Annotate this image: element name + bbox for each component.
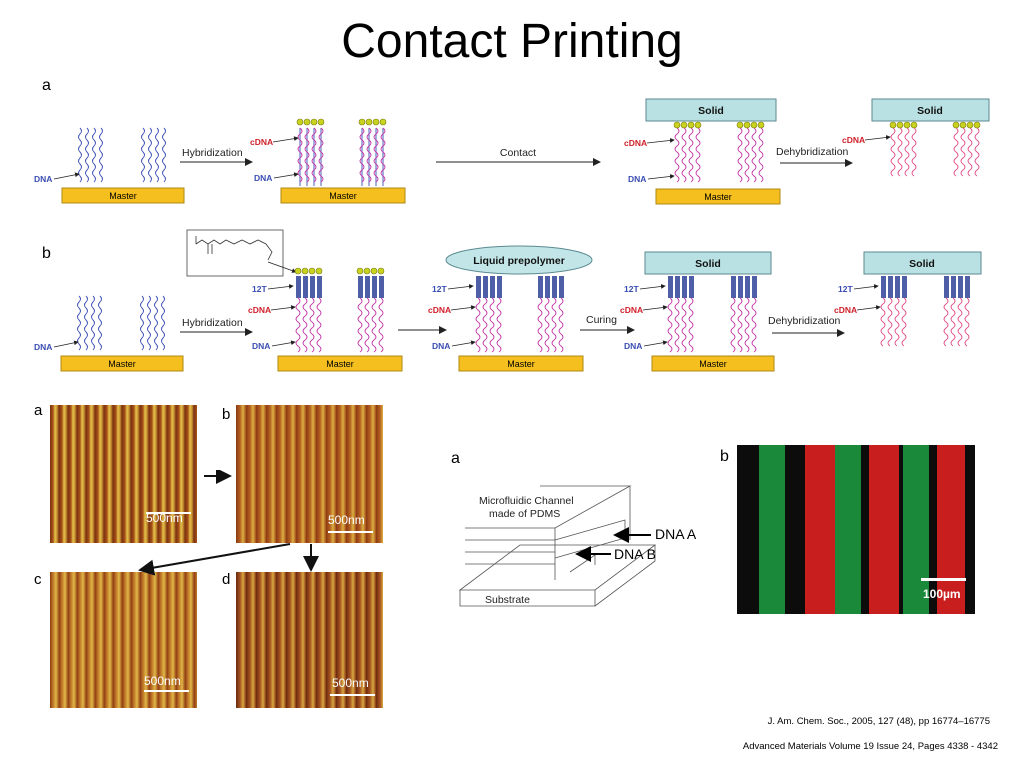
scale-bar — [146, 512, 191, 514]
green-stripe — [759, 445, 785, 614]
scale-bar — [921, 578, 966, 581]
dehybridization-label: Dehybridization — [776, 146, 849, 158]
dehybridization-label: Dehybridization — [768, 315, 841, 327]
row-b-step2: Master 12T cDNA DNA — [248, 267, 403, 372]
hybridization-label: Hybridization — [182, 317, 243, 329]
dna-label: DNA — [34, 342, 52, 352]
master-label: Master — [699, 359, 727, 369]
schematic-diagram: a b Master DNA Hybridization Master — [34, 77, 990, 372]
reference-2: Advanced Materials Volume 19 Issue 24, P… — [742, 741, 998, 752]
cdna-label: cDNA — [620, 305, 643, 315]
cdna-label: cDNA — [250, 137, 273, 147]
dna-label: DNA — [432, 341, 450, 351]
substrate-label: Substrate — [485, 594, 530, 606]
cdna-label: cDNA — [624, 138, 647, 148]
scale-label: 100µm — [923, 587, 961, 601]
green-stripe — [835, 445, 861, 614]
scale-bar — [144, 690, 189, 692]
scale-label: 500nm — [146, 511, 183, 525]
scale-label: 500nm — [144, 674, 181, 688]
12t-label: 12T — [252, 284, 267, 294]
microfluidic-schematic: Microfluidic Channel made of PDMS Substr… — [458, 485, 697, 607]
dna-label: DNA — [624, 341, 642, 351]
afm-image-c: 500nm — [50, 572, 197, 708]
row-a-step3: Solid Master cDNA DNA — [624, 98, 781, 205]
afm-arrows — [138, 470, 319, 576]
row-a-step2: Master cDNA DNA — [250, 118, 406, 204]
12t-label: 12T — [624, 284, 639, 294]
scale-bar — [328, 531, 373, 533]
afm-image-d: 500nm — [236, 572, 383, 708]
afm-panel-a-label: a — [34, 402, 43, 419]
solid-label: Solid — [695, 258, 721, 270]
row-b-step4: Solid Master 12T cDNA DNA — [620, 251, 775, 372]
dna-label: DNA — [252, 341, 270, 351]
row-a-step1: Master DNA — [34, 127, 185, 204]
cdna-label: cDNA — [428, 305, 451, 315]
cdna-label: cDNA — [842, 135, 865, 145]
channel-label-line1: Microfluidic Channel — [479, 495, 574, 507]
12t-label: 12T — [432, 284, 447, 294]
dna-label: DNA — [254, 173, 272, 183]
master-label: Master — [108, 359, 136, 369]
red-stripe — [937, 445, 965, 614]
scale-label: 500nm — [328, 513, 365, 527]
afm-image-b: 500nm — [236, 405, 383, 543]
solid-label: Solid — [909, 258, 935, 270]
hybridization-label: Hybridization — [182, 147, 243, 159]
scale-bar — [330, 694, 375, 696]
afm-panel-c-label: c — [34, 571, 42, 588]
master-label: Master — [507, 359, 535, 369]
micro-panel-b-label: b — [720, 448, 729, 465]
page-title: Contact Printing — [341, 15, 683, 68]
dna-label: DNA — [628, 174, 646, 184]
red-stripe — [805, 445, 835, 614]
solid-label: Solid — [698, 105, 724, 117]
dna-label: DNA — [34, 174, 52, 184]
row-b-step5: Solid 12T cDNA — [834, 251, 982, 347]
afm-panel-d-label: d — [222, 571, 231, 588]
cdna-label: cDNA — [248, 305, 271, 315]
row-b-label: b — [42, 245, 51, 262]
afm-panel-b-label: b — [222, 406, 231, 423]
reference-1: J. Am. Chem. Soc., 2005, 127 (48), pp 16… — [767, 716, 990, 727]
green-stripe — [903, 445, 929, 614]
channel-label-line2: made of PDMS — [489, 508, 560, 520]
row-b-step1: Master DNA — [34, 295, 184, 372]
fluorescence-image: 100µm — [737, 445, 975, 614]
dna-b-label: DNA B — [614, 546, 656, 562]
liquid-prepolymer-label: Liquid prepolymer — [473, 255, 565, 267]
master-label: Master — [704, 192, 732, 202]
row-a-label: a — [42, 77, 51, 94]
micro-panel-a-label: a — [451, 450, 460, 467]
contact-label: Contact — [500, 147, 536, 159]
chemical-structure-inset — [186, 229, 297, 277]
solid-label: Solid — [917, 105, 943, 117]
afm-image-a: 500nm — [50, 405, 197, 543]
row-b-step3: Liquid prepolymer Master 12T cDNA DNA — [428, 245, 593, 372]
row-a-step4: Solid cDNA — [842, 98, 990, 177]
dna-a-label: DNA A — [655, 526, 697, 542]
red-stripe — [869, 445, 899, 614]
scale-label: 500nm — [332, 676, 369, 690]
master-label: Master — [326, 359, 354, 369]
master-label: Master — [109, 191, 137, 201]
12t-label: 12T — [838, 284, 853, 294]
dna-strands — [78, 127, 166, 183]
cdna-label: cDNA — [834, 305, 857, 315]
curing-label: Curing — [586, 314, 617, 326]
master-label: Master — [329, 191, 357, 201]
